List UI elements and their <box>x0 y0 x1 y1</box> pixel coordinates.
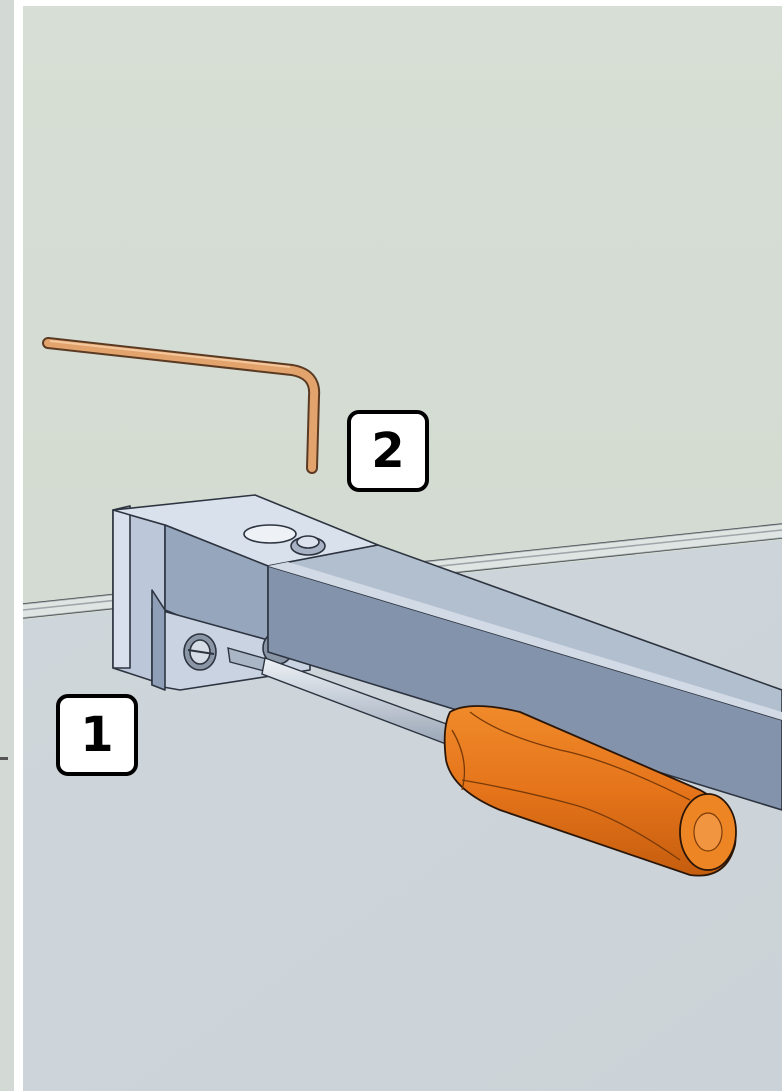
aluminum-bar <box>267 544 782 811</box>
step-2-label: 2 <box>347 410 429 492</box>
allen-key-icon <box>42 337 321 474</box>
left-border-strip <box>0 0 14 1091</box>
screwdriver-icon <box>227 647 737 877</box>
step-1-label: 1 <box>56 694 138 776</box>
